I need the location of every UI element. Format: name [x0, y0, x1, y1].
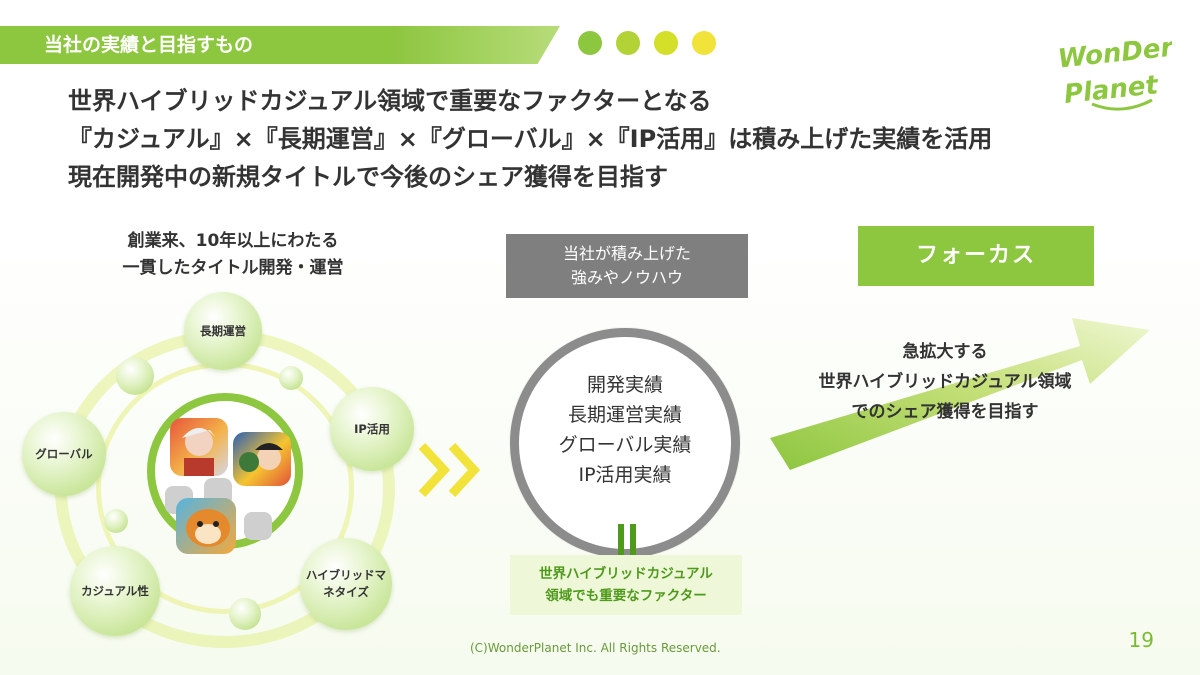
headline-line-3: 現在開発中の新規タイトルで今後のシェア獲得を目指す — [68, 163, 668, 191]
small-bubble — [229, 598, 261, 630]
bubble-hybrid-monetize: ハイブリッドマ ネタイズ — [300, 538, 392, 630]
bubble-global: グローバル — [22, 412, 106, 496]
important-factor-box: 世界ハイブリッドカジュアル 領域でも重要なファクター — [510, 555, 742, 615]
important-factor-line-1: 世界ハイブリッドカジュアル — [539, 566, 713, 582]
copyright: (C)WonderPlanet Inc. All Rights Reserved… — [470, 641, 721, 655]
header-bar — [0, 26, 560, 64]
focus-box: フォーカス — [858, 226, 1094, 286]
bubble-ip-usage: IP活用 — [330, 387, 414, 471]
small-bubble — [116, 357, 154, 395]
left-caption: 創業来、10年以上にわたる 一貫したタイトル開発・運営 — [108, 228, 358, 282]
track-record-item: IP活用実績 — [578, 464, 672, 486]
track-record-item: グローバル実績 — [558, 434, 692, 456]
small-bubble — [279, 366, 303, 390]
know-how-line-2: 強みやノウハウ — [570, 268, 683, 287]
growth-arrow-icon — [770, 318, 1150, 470]
focus-description-line-3: でのシェア獲得を目指す — [851, 402, 1039, 422]
bubble-label-line-2: ネタイズ — [323, 585, 369, 599]
bubble-long-term-operation: 長期運営 — [184, 292, 262, 370]
focus-description-line-1: 急拡大する — [902, 342, 988, 362]
bubble-label: IP活用 — [354, 421, 390, 436]
wonderplanet-logo: WonDer Planet — [1057, 32, 1172, 111]
headline-line-1: 世界ハイブリッドカジュアル領域で重要なファクターとなる — [68, 87, 712, 115]
headline: 世界ハイブリッドカジュアル領域で重要なファクターとなる 『カジュアル』×『長期運… — [68, 82, 1148, 196]
page-title: 当社の実績と目指すもの — [44, 34, 254, 56]
bubble-label: ハイブリッドマ ネタイズ — [306, 567, 386, 601]
focus-description: 急拡大する 世界ハイブリッドカジュアル領域 でのシェア獲得を目指す — [800, 337, 1090, 427]
track-record-ring — [510, 328, 740, 558]
logo-line-1: WonDer — [1057, 32, 1172, 74]
focus-description-line-2: 世界ハイブリッドカジュアル領域 — [818, 372, 1072, 392]
grey-tile — [244, 512, 272, 540]
equals-icon — [618, 524, 636, 564]
chevron-right-icon — [418, 442, 481, 498]
decor-dot-3 — [654, 31, 678, 55]
left-caption-line-2: 一貫したタイトル開発・運営 — [122, 258, 344, 278]
decor-dot-4 — [692, 31, 716, 55]
bubble-label: グローバル — [35, 446, 93, 461]
game-app-icon-1 — [170, 418, 228, 476]
logo-smile — [1091, 98, 1153, 111]
bubble-label: カジュアル性 — [81, 583, 149, 598]
know-how-box: 当社が積み上げた 強みやノウハウ — [506, 234, 748, 298]
page-number: 19 — [1128, 628, 1154, 652]
game-app-icon-2 — [233, 432, 291, 486]
small-bubble — [104, 509, 128, 533]
bubble-label-line-1: ハイブリッドマ — [305, 568, 387, 582]
headline-line-2: 『カジュアル』×『長期運営』×『グローバル』×『IP活用』は積み上げた実績を活用 — [68, 125, 993, 153]
important-factor-line-2: 領域でも重要なファクター — [545, 588, 707, 604]
track-record-item: 開発実績 — [586, 374, 663, 396]
track-record-list: 開発実績 長期運営実績 グローバル実績 IP活用実績 — [510, 370, 740, 490]
track-record-item: 長期運営実績 — [567, 404, 682, 426]
left-caption-line-1: 創業来、10年以上にわたる — [127, 231, 339, 251]
know-how-line-1: 当社が積み上げた — [562, 244, 691, 263]
game-app-icon-3 — [176, 498, 236, 554]
decor-dot-1 — [578, 31, 602, 55]
bubble-label: 長期運営 — [200, 323, 246, 338]
decor-dot-2 — [616, 31, 640, 55]
bubble-casual: カジュアル性 — [70, 546, 160, 636]
